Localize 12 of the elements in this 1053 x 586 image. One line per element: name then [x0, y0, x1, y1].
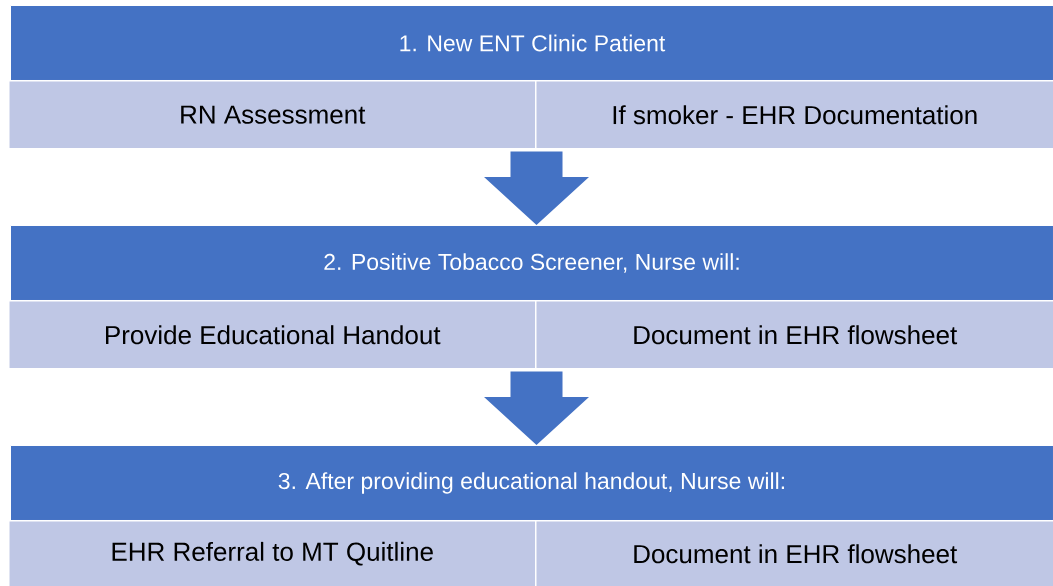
- step-cell: RN Assessment: [8, 80, 537, 150]
- header-band: 3. After providing educational handout, Nurse will:: [10, 445, 1053, 521]
- step-cell: EHR Referral to MT Quitline: [8, 520, 537, 586]
- header-band: 2. Positive Tobacco Screener, Nurse will:: [10, 225, 1053, 301]
- node-label: EHR Referral to MT Quitline: [112, 541, 433, 566]
- header-band: 1. New ENT Clinic Patient: [10, 5, 1053, 81]
- step-cell: Document in EHR flowsheet: [535, 520, 1053, 586]
- block-arrow: [484, 151, 589, 225]
- block-arrow: [484, 371, 589, 445]
- step-cell: If smoker - EHR Documentation: [535, 80, 1053, 150]
- step-cell: Document in EHR flowsheet: [535, 300, 1053, 370]
- step-cell: Provide Educational Handout: [8, 300, 537, 370]
